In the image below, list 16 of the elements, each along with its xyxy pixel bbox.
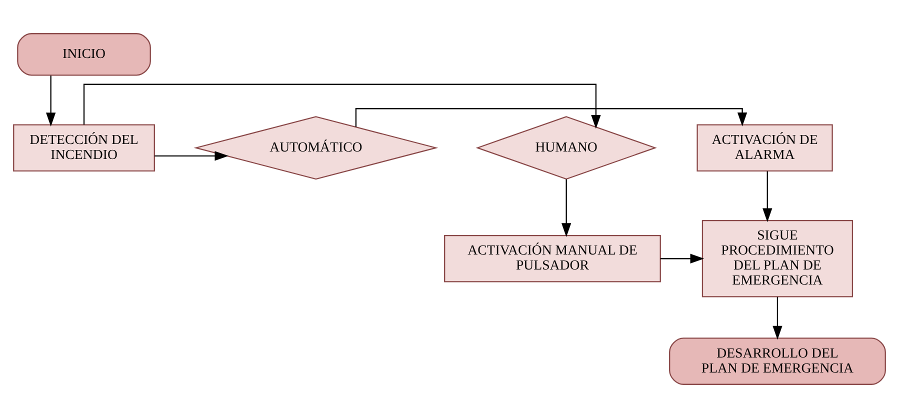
node-diamond: AUTOMÁTICO [194,116,438,180]
arrow [355,108,748,127]
arrow [762,171,772,222]
arrow [660,254,704,264]
node-box: SIGUE PROCEDIMIENTO DEL PLAN DE EMERGENCIA [702,220,854,298]
arrow [46,76,56,126]
arrow [561,179,572,237]
arrow [772,296,782,340]
node-diamond: HUMANO [476,116,657,180]
arrow [83,84,601,129]
node-box: DESARROLLO DEL PLAN DE EMERGENCIA [669,338,886,385]
node-box: ACTIVACIÓN MANUAL DE PULSADOR [444,234,661,282]
node-box: INICIO [17,33,151,76]
node-box: ACTIVACIÓN DE ALARMA [696,124,833,172]
arrow [154,151,229,161]
node-box: DETECCIÓN DEL INCENDIO [13,124,155,172]
